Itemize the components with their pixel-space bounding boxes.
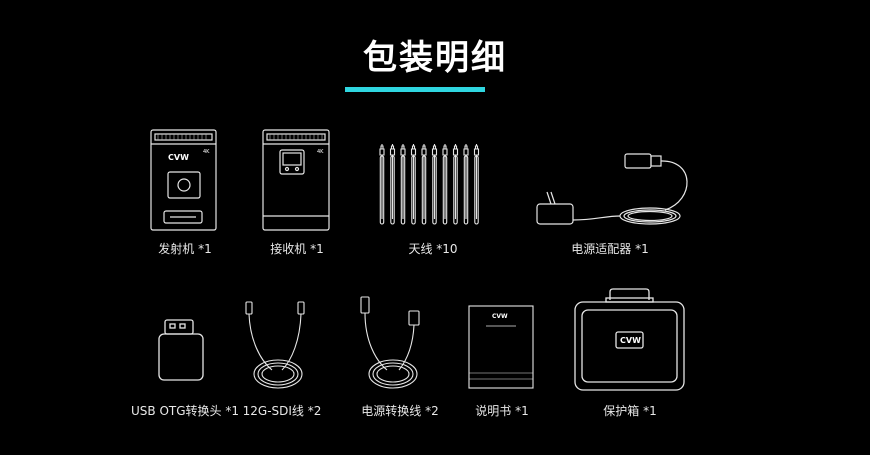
power-cable-icon [360,296,420,389]
manual-item: CVW [468,305,536,390]
receiver-icon: 4K [262,129,330,231]
title-underline [345,87,485,92]
power-cable-label: 电源转换线 *2 [361,404,439,418]
transmitter-item: CVW 4K [150,128,220,233]
manual-label: 说明书 *1 [475,404,529,418]
sdi-cable-label: 12G-SDI线 *2 [242,404,322,418]
antenna-item [378,142,488,232]
cvw-logo: CVW [492,313,508,320]
cvw-logo: CVW [620,336,641,345]
protective-case-icon: CVW [574,288,685,391]
antenna-label: 天线 *10 [408,242,458,256]
receiver-item: 4K [262,128,332,233]
antenna-icon [379,144,480,225]
protective-case-label: 保护箱 *1 [603,404,657,418]
cvw-logo: CVW [168,153,189,162]
power-cable-item [355,295,445,395]
power-adapter-label: 电源适配器 *1 [571,242,649,256]
transmitter-label: 发射机 *1 [158,242,212,256]
power-adapter-item [525,150,695,232]
transmitter-icon: CVW 4K [150,129,217,231]
4k-badge: 4K [203,149,210,155]
usb-otg-label: USB OTG转换头 *1 [131,404,239,418]
usb-otg-adapter-icon [158,319,204,381]
sdi-cable-icon [245,301,305,389]
sdi-cable-item [242,300,322,395]
manual-icon: CVW [468,305,534,389]
page-title: 包装明细 [363,38,507,78]
usb-otg-item [155,318,215,388]
receiver-label: 接收机 *1 [270,242,324,256]
protective-case-item: CVW [572,288,687,393]
power-adapter-icon [536,153,688,225]
4k-badge: 4K [317,149,324,155]
